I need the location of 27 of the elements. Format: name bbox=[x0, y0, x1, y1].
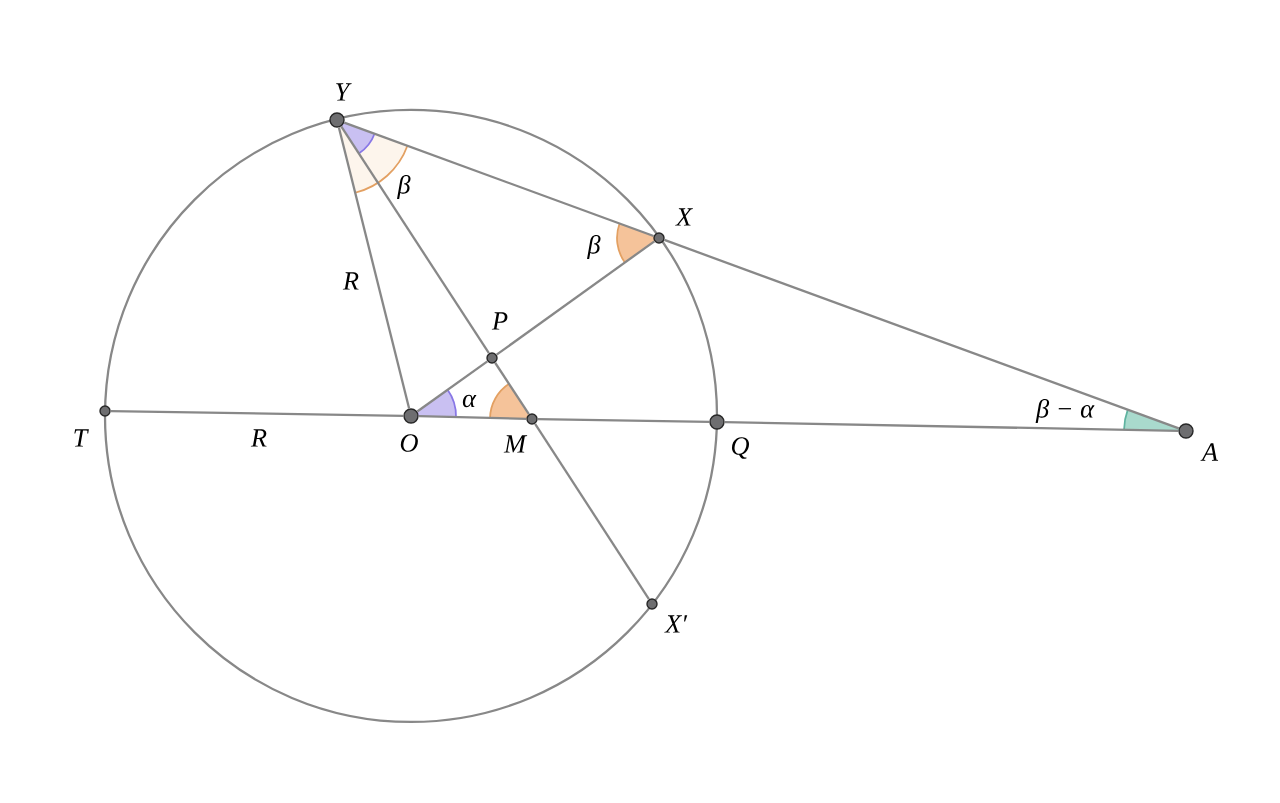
point-label: Q bbox=[731, 437, 750, 459]
angle-label: α bbox=[462, 394, 477, 408]
line-segment bbox=[418, 415, 527, 420]
line-segment bbox=[110, 409, 404, 417]
point-label: X′ bbox=[664, 615, 688, 633]
line-segment bbox=[495, 240, 656, 356]
line-segment bbox=[337, 127, 411, 409]
edge-label: R bbox=[250, 429, 267, 447]
point-label: O bbox=[400, 434, 418, 452]
line-segment bbox=[494, 362, 530, 415]
point-label: T bbox=[74, 429, 89, 447]
point-label: P bbox=[491, 312, 508, 330]
angle-label: β − α bbox=[1035, 398, 1095, 424]
point-label: A bbox=[1200, 443, 1219, 461]
line-segment bbox=[416, 360, 489, 413]
line-segment bbox=[340, 125, 490, 354]
line-segment bbox=[724, 421, 1179, 432]
point-label: X bbox=[675, 208, 693, 226]
line-segment bbox=[534, 423, 650, 600]
line-segment bbox=[537, 417, 710, 423]
line-segment bbox=[663, 238, 1180, 430]
angle-label: β bbox=[397, 174, 411, 200]
edge-label: R bbox=[342, 272, 359, 290]
line-segment bbox=[343, 121, 655, 238]
point-label: Y bbox=[336, 83, 352, 101]
point-label: M bbox=[503, 435, 528, 453]
angle-label: β bbox=[587, 234, 601, 260]
